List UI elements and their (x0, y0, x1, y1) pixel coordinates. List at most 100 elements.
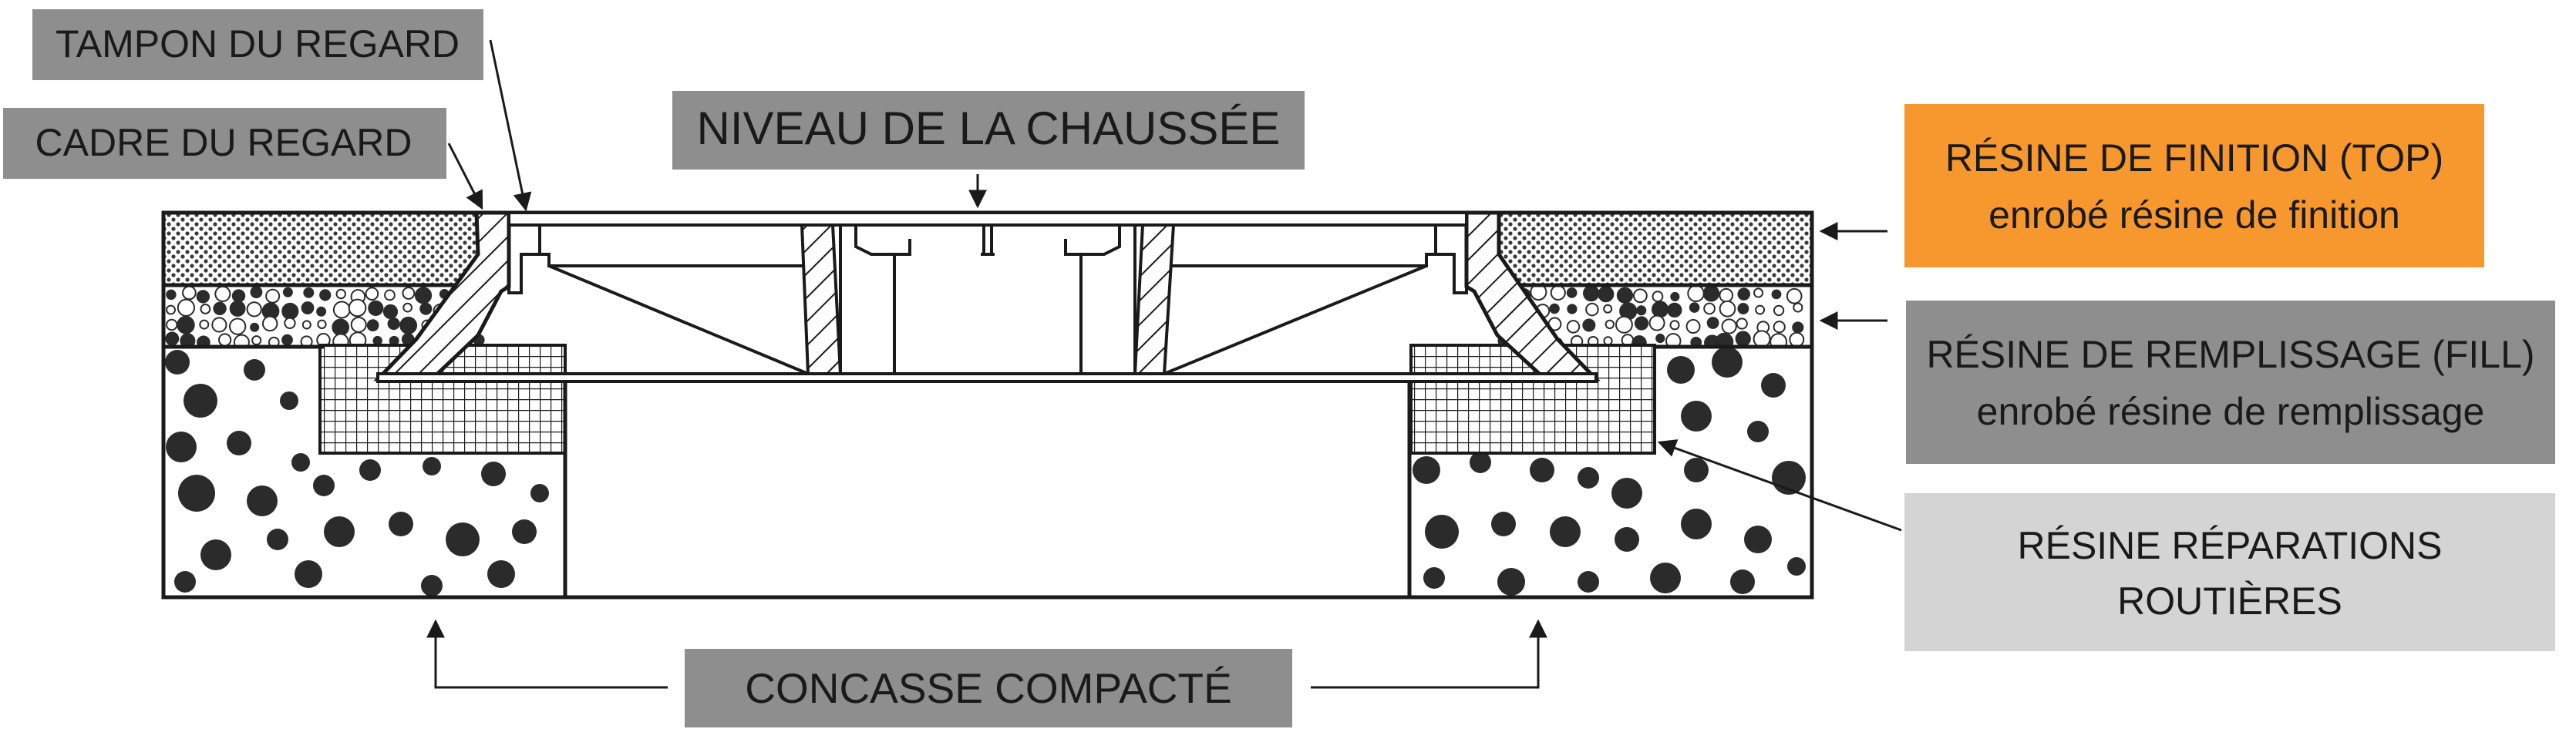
label-repair-resin-line1: RÉSINE RÉPARATIONS (2017, 524, 2442, 567)
fill-pebble (165, 331, 180, 346)
fill-pebble (1652, 291, 1664, 303)
crushed-stone (227, 431, 251, 455)
crushed-stone (359, 459, 381, 481)
fill-pebble (166, 318, 178, 331)
crushed-stone (291, 453, 310, 472)
label-concasse-text: CONCASSE COMPACTÉ (745, 664, 1232, 712)
fill-pebble (317, 319, 327, 330)
fill-pebble (1737, 303, 1749, 314)
crushed-stone (1667, 356, 1695, 384)
crushed-stone (1747, 421, 1769, 442)
crushed-stone (1615, 527, 1639, 552)
fill-pebble (1689, 302, 1700, 313)
fill-pebble (177, 298, 196, 317)
crushed-stone (1578, 467, 1599, 489)
fill-pebble (250, 286, 263, 299)
fill-pebble (319, 289, 332, 301)
label-cadre: CADRE DU REGARD (3, 108, 446, 179)
fill-pebble (196, 290, 210, 304)
fill-pebble (1792, 321, 1804, 334)
crushed-stone (200, 539, 231, 570)
label-fill-resin-line1: RÉSINE DE REMPLISSAGE (FILL) (1926, 333, 2534, 376)
crushed-stone (1470, 452, 1491, 473)
fill-pebble (1549, 303, 1560, 314)
fill-pebble (1721, 318, 1737, 334)
fill-pebble (1669, 320, 1680, 331)
crushed-stone (1730, 569, 1755, 594)
fill-pebble (1585, 302, 1599, 317)
concasse-right-arrow (1311, 619, 1547, 689)
fill-pebble (402, 302, 413, 313)
crushed-stone (1530, 458, 1554, 482)
fill-pebble (387, 317, 400, 331)
crushed-stone (184, 384, 217, 418)
fill-pebble (1634, 316, 1649, 331)
fill-pebble (1703, 302, 1716, 315)
tampon-arrow (489, 39, 532, 212)
crushed-stone (267, 529, 288, 550)
crushed-stone (481, 462, 506, 486)
fill-pebble (301, 320, 311, 330)
top-resin-layer (163, 213, 1812, 285)
fill-pebble (229, 300, 246, 317)
fill-pebble (384, 289, 396, 301)
label-top-resin-line2: enrobé résine de finition (1988, 193, 2400, 237)
fill-pebble (350, 316, 367, 333)
crushed-stone (1497, 568, 1525, 596)
fill-pebble (1652, 301, 1669, 318)
crushed-stone (389, 512, 413, 536)
fill-pebble (1735, 331, 1751, 347)
cadre-arrow (447, 143, 483, 210)
manhole-shaft-opening (565, 379, 1409, 597)
fill-pebble (348, 298, 367, 317)
crushed-stone (446, 522, 480, 556)
fill-pebble (166, 289, 177, 301)
fill-pebble (177, 315, 195, 334)
fill-pebble (199, 319, 210, 330)
fill-pebble (182, 285, 197, 301)
fill-pebble (1793, 302, 1803, 313)
fill-pebble (231, 289, 246, 303)
fill-pebble (1773, 321, 1786, 334)
crushed-stone (165, 350, 190, 375)
crushed-stone (1744, 526, 1772, 553)
label-niveau-chaussee: NIVEAU DE LA CHAUSSÉE (672, 91, 1305, 170)
fill-pebble (1687, 284, 1705, 303)
fill-pebble (1636, 305, 1647, 316)
crushed-stone (244, 359, 265, 381)
fill-pebble (1789, 331, 1805, 348)
fill-pebble (1737, 287, 1751, 301)
crushed-stone (295, 560, 322, 588)
fill-pebble (1603, 304, 1613, 314)
crushed-stone (1650, 563, 1681, 593)
fill-pebble (1566, 287, 1578, 298)
crushed-stone (174, 571, 196, 593)
fill-pebble (1598, 286, 1615, 303)
fill-pebble (366, 319, 379, 332)
label-concasse: CONCASSE COMPACTÉ (685, 649, 1292, 727)
fill-pebble (200, 304, 211, 314)
fill-pebble (1753, 330, 1771, 348)
fill-pebble (402, 287, 416, 300)
fill-pebble (251, 335, 262, 346)
fill-pebble (1615, 315, 1633, 334)
fill-pebble (332, 301, 351, 319)
fill-pebble (332, 318, 349, 337)
fill-pebble (246, 301, 262, 317)
fill-pebble (316, 306, 327, 317)
manhole-cover (507, 211, 1468, 375)
fill-pebble (382, 304, 399, 320)
label-niveau-text: NIVEAU DE LA CHAUSSÉE (697, 102, 1281, 154)
fill-pebble (1567, 304, 1578, 314)
crushed-stone (1681, 509, 1712, 539)
leader-lines (426, 39, 1902, 689)
crushed-stone (1491, 512, 1516, 536)
label-top-resin: RÉSINE DE FINITION (TOP) enrobé résine d… (1904, 104, 2484, 267)
fill-pebble (1670, 291, 1680, 302)
crushed-stone (166, 432, 197, 462)
fill-pebble (372, 335, 382, 346)
fill-pebble (335, 288, 346, 300)
fill-pebble (303, 287, 315, 298)
fill-pebble (301, 301, 315, 314)
